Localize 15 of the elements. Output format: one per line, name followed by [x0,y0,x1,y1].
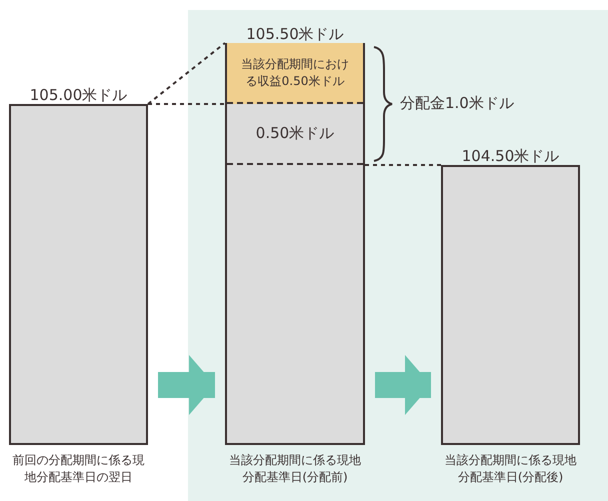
bracket-label: 分配金1.0米ドル [400,94,514,113]
bar-segment [227,43,363,104]
segment-label: 当該分配期間における収益0.50米ドル [240,56,350,90]
date-caption: 前回の分配期間に係る現地分配基準日の翌日 [12,452,144,486]
dashed-line [148,103,225,105]
dashed-line [365,164,441,166]
value-label: 105.00米ドル [28,86,128,105]
chevron-arrow [158,355,215,415]
value-label: 104.50米ドル [460,147,560,166]
chevron-arrow [375,355,431,415]
date-caption: 当該分配期間に係る現地分配基準日(分配後) [444,452,576,486]
value-label: 105.50米ドル [245,25,345,44]
segment-label: 0.50米ドル [256,123,334,144]
date-caption: 当該分配期間に係る現地分配基準日(分配前) [229,452,361,486]
dashed-line [147,42,226,105]
